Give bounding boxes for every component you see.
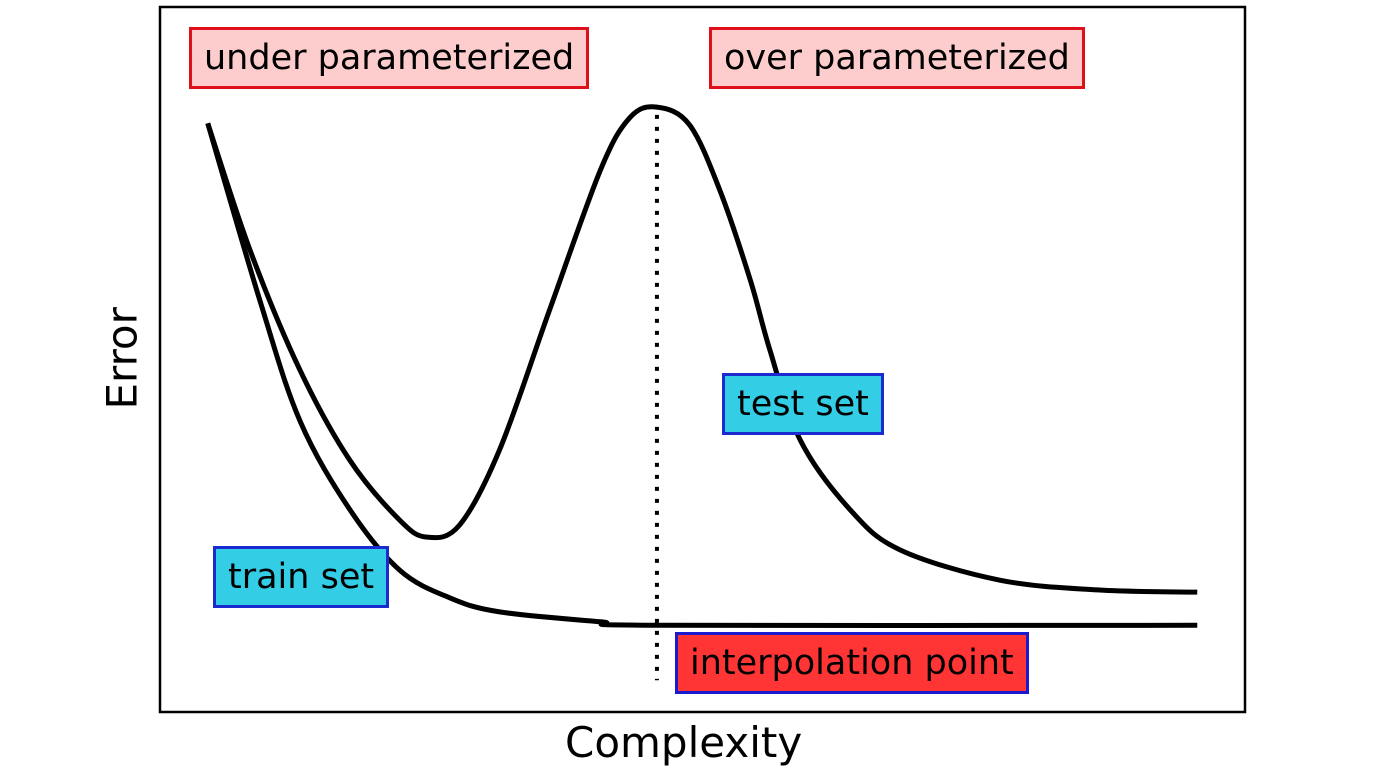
train-set-label: train set xyxy=(213,546,390,608)
interpolation-point-label: interpolation point xyxy=(675,632,1029,694)
test-set-curve xyxy=(205,104,1198,595)
axes-frame xyxy=(158,5,1247,714)
over-parameterized-label: over parameterized xyxy=(709,27,1085,89)
y-axis-label: Error xyxy=(97,307,147,410)
under-parameterized-label: under parameterized xyxy=(189,27,590,89)
train-set-curve xyxy=(205,122,1198,629)
x-axis-label: Complexity xyxy=(565,718,803,767)
test-set-label: test set xyxy=(722,373,884,435)
